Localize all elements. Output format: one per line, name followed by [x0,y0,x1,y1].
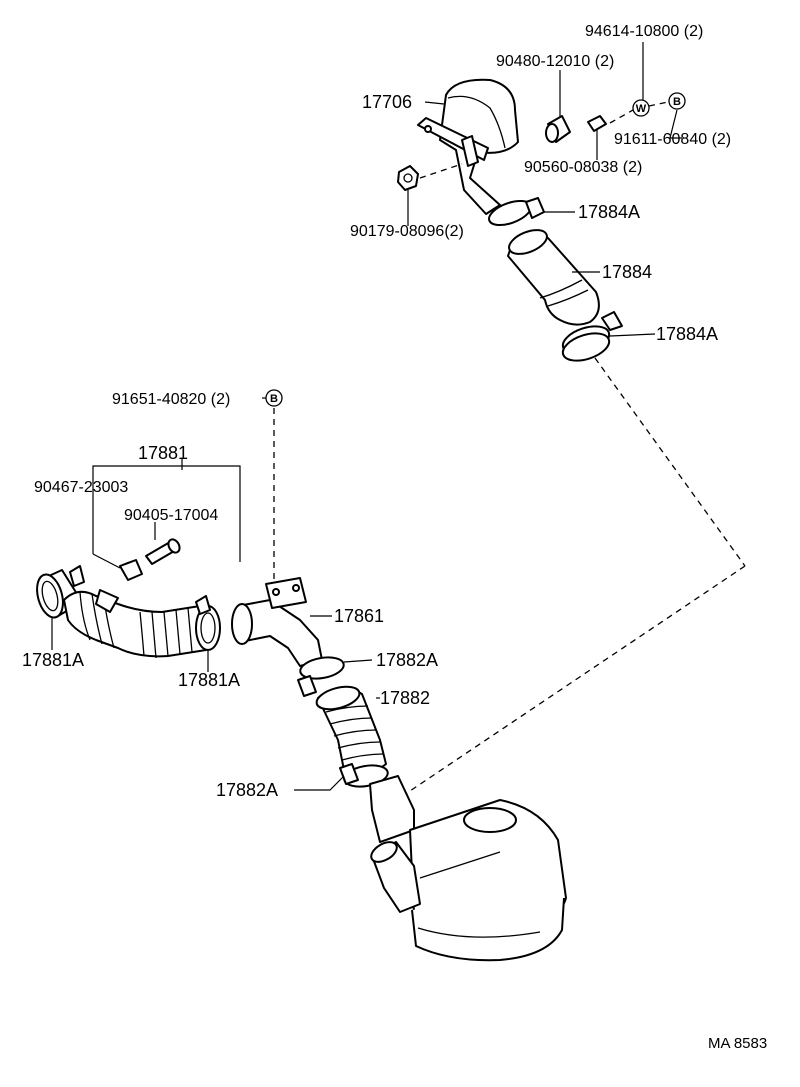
bracket-17881 [92,458,241,569]
reference-code: MA 8583 [708,1035,767,1052]
svg-text:W: W [636,103,647,115]
marker-b-lower: B [265,389,283,407]
label-17884A-bottom: 17884A [656,324,718,344]
label-90467-23003: 90467-23003 [34,479,128,496]
label-90179-08096: 90179-08096(2) [350,223,464,240]
part-90405-bolt [145,538,181,565]
marker-w-top: W [632,99,650,117]
label-17882: 17882 [380,688,430,708]
lower-leaders [51,397,380,791]
label-90405-17004: 90405-17004 [124,507,218,524]
label-17882A-top: 17882A [376,650,438,670]
label-90560-08038: 90560-08038 (2) [524,159,642,176]
label-17706: 17706 [362,92,412,112]
upper-leaders [403,42,746,796]
label-91651-40820: 91651-40820 (2) [112,391,230,408]
part-17882A-top-clamp [297,656,345,697]
part-17706-elbow [417,78,519,215]
part-17884-hose [507,229,600,326]
svg-text:B: B [270,393,278,405]
part-17884A-top-clamp [488,197,545,227]
part-17884A-bottom-clamp [561,311,623,362]
part-90467-clip [119,559,143,581]
label-91611-60840: 91611-60840 (2) [614,131,731,148]
part-90480-sleeve [545,115,571,143]
label-17861: 17861 [334,606,384,626]
part-17881A-mid-clamp [195,595,221,651]
label-90480-12010: 90480-12010 (2) [496,53,614,70]
label-17884: 17884 [602,262,652,282]
part-17861-connector [231,577,323,667]
part-17881-hose [63,589,207,659]
label-17881A-left: 17881A [22,650,84,670]
part-air-cleaner-housing [369,775,567,962]
label-17881A-mid: 17881A [178,670,240,690]
svg-text:B: B [673,96,681,108]
marker-b-top: B [668,92,686,110]
label-17884A-top: 17884A [578,202,640,222]
part-90560-spacer [587,115,607,132]
part-17882-hose [315,685,387,775]
label-17881: 17881 [138,443,188,463]
label-94614-10800: 94614-10800 (2) [585,23,703,40]
label-17882A-bottom: 17882A [216,780,278,800]
part-90179-nut [397,165,419,191]
